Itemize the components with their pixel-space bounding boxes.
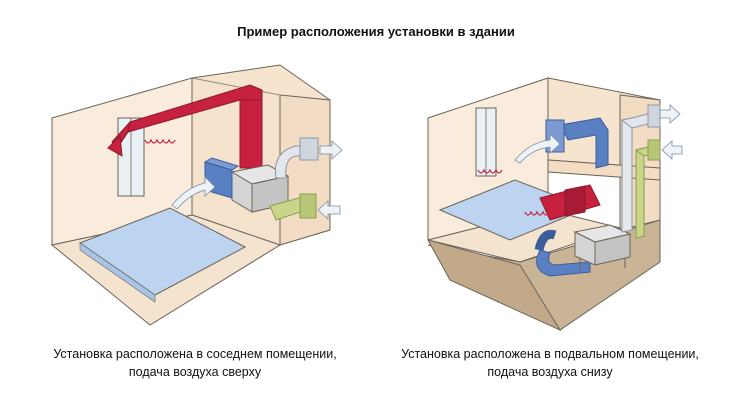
right-exhaust-arrow bbox=[659, 104, 681, 124]
right-caption-line1: Установка расположена в подвальном помещ… bbox=[401, 347, 699, 361]
left-pool bbox=[78, 207, 247, 303]
right-outdoor-air-arrow bbox=[661, 140, 683, 160]
left-caption-line2: подача воздуха сверху bbox=[128, 365, 262, 379]
right-supply-diffuser-2 bbox=[524, 210, 550, 216]
right-caption: Установка расположена в подвальном помещ… bbox=[375, 345, 725, 381]
left-outdoor-air-duct bbox=[269, 193, 317, 221]
right-caption-line2: подача воздуха снизу bbox=[487, 365, 613, 379]
left-exhaust-duct bbox=[274, 137, 319, 179]
left-outdoor-air-arrow bbox=[317, 200, 341, 220]
left-supply-diffuser bbox=[144, 138, 176, 144]
right-air-handling-unit bbox=[573, 224, 632, 270]
right-supply-diffuser-1 bbox=[477, 168, 503, 174]
left-caption: Установка расположена в соседнем помещен… bbox=[20, 345, 370, 381]
right-window bbox=[475, 107, 497, 177]
left-supply-duct bbox=[107, 84, 263, 169]
left-exhaust-arrow bbox=[319, 140, 343, 160]
right-exhaust-duct bbox=[620, 104, 661, 233]
right-outdoor-air-duct bbox=[634, 139, 661, 239]
right-supply-duct bbox=[539, 184, 601, 221]
right-return-air-arrow bbox=[514, 133, 561, 164]
page-title: Пример расположения установки в здании bbox=[237, 24, 515, 39]
left-caption-line1: Установка расположена в соседнем помещен… bbox=[53, 347, 337, 361]
left-return-air-arrow bbox=[171, 176, 216, 210]
